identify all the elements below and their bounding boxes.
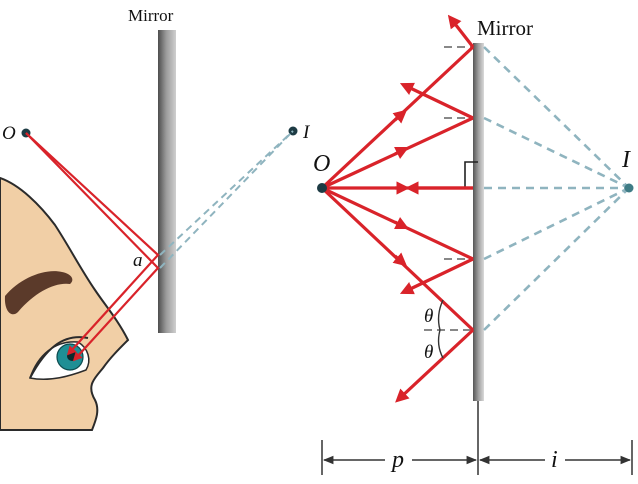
- right-angle-marker: [464, 161, 478, 188]
- image-distance-label: i: [551, 447, 558, 473]
- reflected-ray-4: [399, 257, 474, 295]
- left-mirror-label: Mirror: [128, 6, 174, 25]
- eyelid: [29, 336, 89, 379]
- virtual-ray-2: [483, 116, 630, 190]
- angle-label-lower: θ: [424, 342, 433, 363]
- left-mirror: [158, 30, 176, 333]
- left-ray-1: [25, 132, 160, 356]
- right-mirror-label: Mirror: [477, 16, 533, 40]
- right-image-point: [624, 183, 634, 193]
- reflected-ray-1: [447, 14, 475, 48]
- right-image-label: I: [621, 147, 631, 173]
- pupil: [67, 351, 77, 361]
- right-object-point: [317, 183, 327, 193]
- virtual-ray-4: [483, 186, 630, 261]
- left-object-label: O: [2, 123, 16, 144]
- right-mirror: [473, 43, 484, 401]
- face-silhouette: [0, 176, 130, 431]
- virtual-ray-5: [483, 187, 630, 331]
- eyebrow: [4, 271, 73, 315]
- incident-arrow-1: [392, 109, 408, 124]
- angle-arc-upper: [437, 299, 444, 331]
- left-ray-2: [25, 132, 160, 362]
- left-virtual-ray-2: [159, 130, 294, 269]
- incident-arrow-2: [393, 146, 410, 160]
- angle-label-upper: θ: [424, 306, 433, 327]
- incident-arrow-5: [392, 252, 408, 267]
- incident-arrow-4: [393, 216, 410, 230]
- left-reflection-point-label: a: [133, 250, 143, 271]
- right-diagram: Mirror: [313, 14, 634, 475]
- left-diagram: Mirror O I a: [0, 6, 311, 431]
- right-object-label: O: [313, 151, 330, 177]
- angle-arc-lower: [437, 329, 444, 359]
- left-virtual-ray-1: [159, 130, 294, 256]
- virtual-ray-1: [483, 46, 630, 189]
- reflected-ray-2: [399, 82, 474, 120]
- reflected-ray-5: [395, 328, 475, 403]
- object-distance-label: p: [390, 447, 404, 473]
- left-image-label: I: [302, 122, 311, 143]
